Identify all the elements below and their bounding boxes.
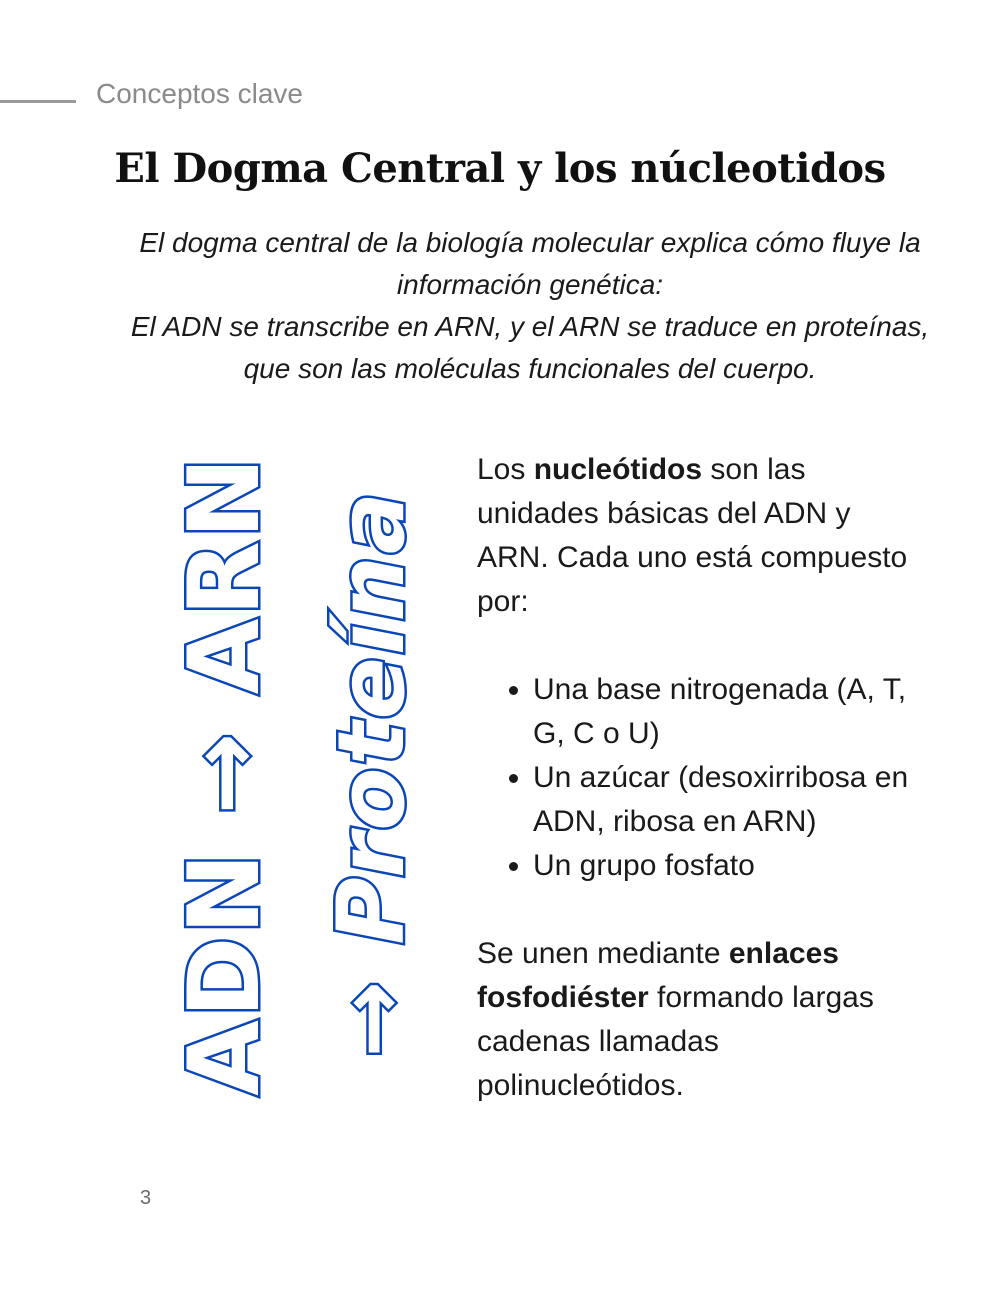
page-number: 3	[140, 1187, 152, 1209]
para1-pre: Los	[477, 453, 534, 486]
para1-bold: nucleótidos	[533, 453, 703, 486]
body-text: Los nucleótidos son las unidades básicas…	[477, 448, 917, 1108]
intro-text: El dogma central de la biología molecula…	[110, 222, 950, 390]
intro-line-1: El dogma central de la biología molecula…	[139, 227, 921, 300]
paragraph-enlaces: Se unen mediante enlaces fosfodiéster fo…	[477, 932, 917, 1108]
vertical-art-adn-arn: ADN → ARN	[166, 453, 285, 1099]
list-item: Un azúcar (desoxirribosa en ADN, ribosa …	[533, 756, 917, 844]
component-list: Una base nitrogenada (A, T, G, C o U) Un…	[477, 668, 917, 888]
para2-pre: Se unen mediante	[477, 937, 729, 970]
para2-post: formando largas cadenas llamadas polinuc…	[477, 981, 874, 1102]
paragraph-nucleotidos: Los nucleótidos son las unidades básicas…	[477, 448, 917, 624]
list-item: Una base nitrogenada (A, T, G, C o U)	[533, 668, 917, 756]
para2-bold: enlaces fosfodiéster	[477, 937, 839, 1014]
para1-post: son las unidades básicas del ADN y ARN. …	[477, 453, 908, 618]
list-item: Un grupo fosfato	[533, 844, 917, 888]
page-title: El Dogma Central y los núcleotidos	[114, 145, 886, 192]
vertical-art-line-2: → Proteína	[316, 488, 428, 1061]
section-label: Conceptos clave	[96, 78, 304, 109]
vertical-art-line-1: ADN → ARN	[166, 453, 285, 1099]
vertical-art-proteina: → Proteína	[316, 488, 428, 1061]
intro-line-2: El ADN se transcribe en ARN, y el ARN se…	[130, 311, 930, 384]
header-rule	[0, 100, 76, 103]
